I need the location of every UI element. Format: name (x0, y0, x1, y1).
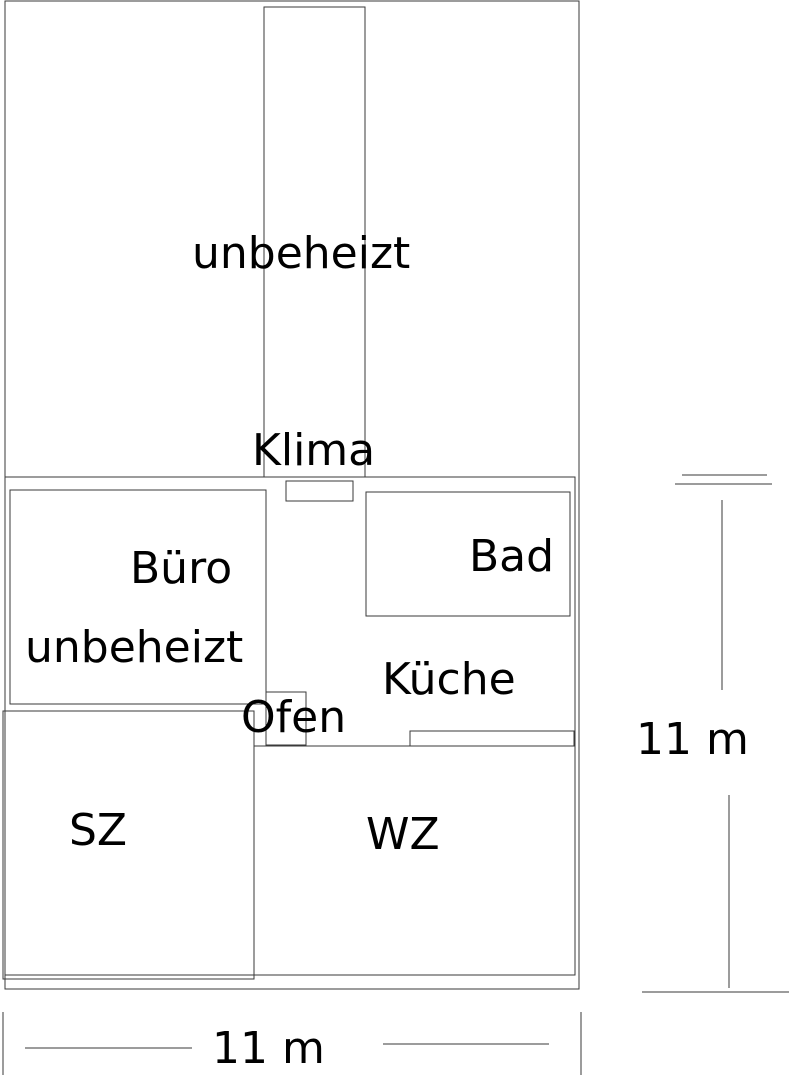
label-kueche: Küche (382, 654, 516, 705)
label-upper-unbeheizt: unbeheizt (192, 228, 410, 279)
room-buero (9, 489, 267, 705)
label-wz: WZ (366, 809, 440, 860)
corridor (263, 6, 366, 478)
label-ofen: Ofen (241, 692, 346, 743)
kitchen-counter (409, 730, 575, 747)
label-sz: SZ (69, 805, 127, 856)
label-klima: Klima (252, 425, 375, 476)
klima-unit (285, 480, 354, 502)
ofen-stove (265, 691, 307, 746)
label-buero-unbeheizt: unbeheizt (25, 622, 243, 673)
label-bad: Bad (469, 531, 554, 582)
width-dimension-label: 11 m (212, 1023, 325, 1074)
label-buero: Büro (130, 543, 232, 594)
room-sz (2, 710, 255, 980)
height-dimension-label: 11 m (636, 714, 749, 765)
room-bad (365, 491, 571, 617)
